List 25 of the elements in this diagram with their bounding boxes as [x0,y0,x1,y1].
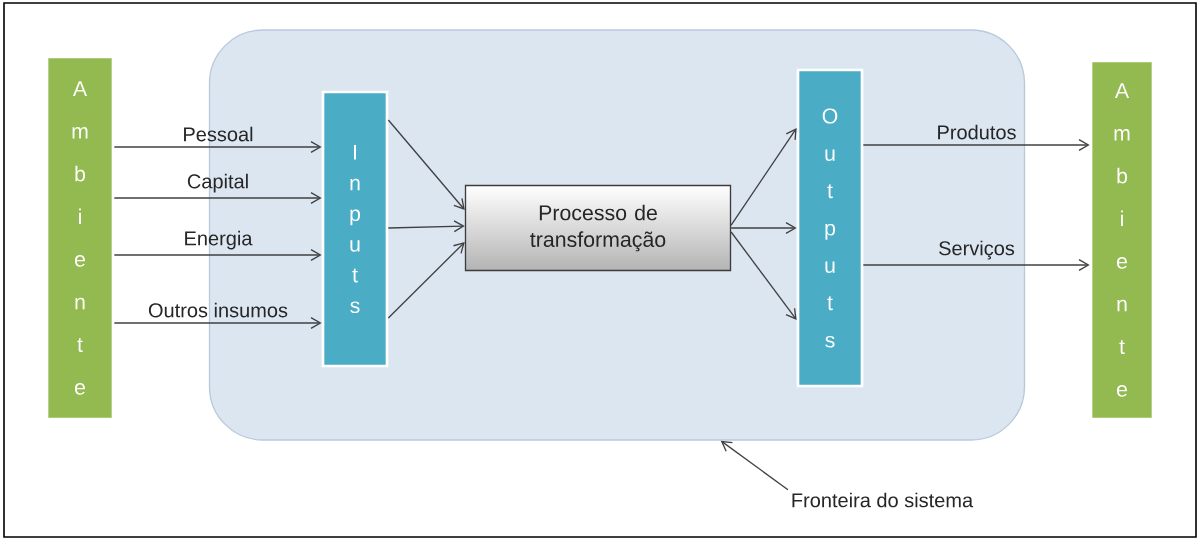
arrow [387,119,465,210]
arrow [387,220,465,233]
boundary-label: Fronteira do sistema [792,492,974,508]
environment-bar: Ambiente [1089,59,1155,421]
arrow [113,249,322,261]
edge-label: Outros insumos [148,302,288,318]
edge-label: Pessoal [184,126,253,142]
vertical-text-bar: Outputs [796,68,864,388]
arrow [862,139,1090,151]
leader-line [720,440,789,491]
edge-label: Energia [185,230,253,250]
edge-label: Produtos [938,124,1016,140]
arrow [730,222,797,234]
environment-bar: Ambiente [45,55,115,421]
process-box: Processo de transformação [464,184,732,272]
vertical-text-bar: Inputs [321,90,389,368]
edge-label: Serviços [939,240,1015,260]
arrow [113,192,322,204]
arrow [113,317,322,329]
arrow [730,128,797,226]
edge-label: Capital [187,173,248,193]
arrow [730,231,797,320]
arrow [113,141,322,153]
arrow [387,242,465,319]
arrow [862,259,1090,271]
